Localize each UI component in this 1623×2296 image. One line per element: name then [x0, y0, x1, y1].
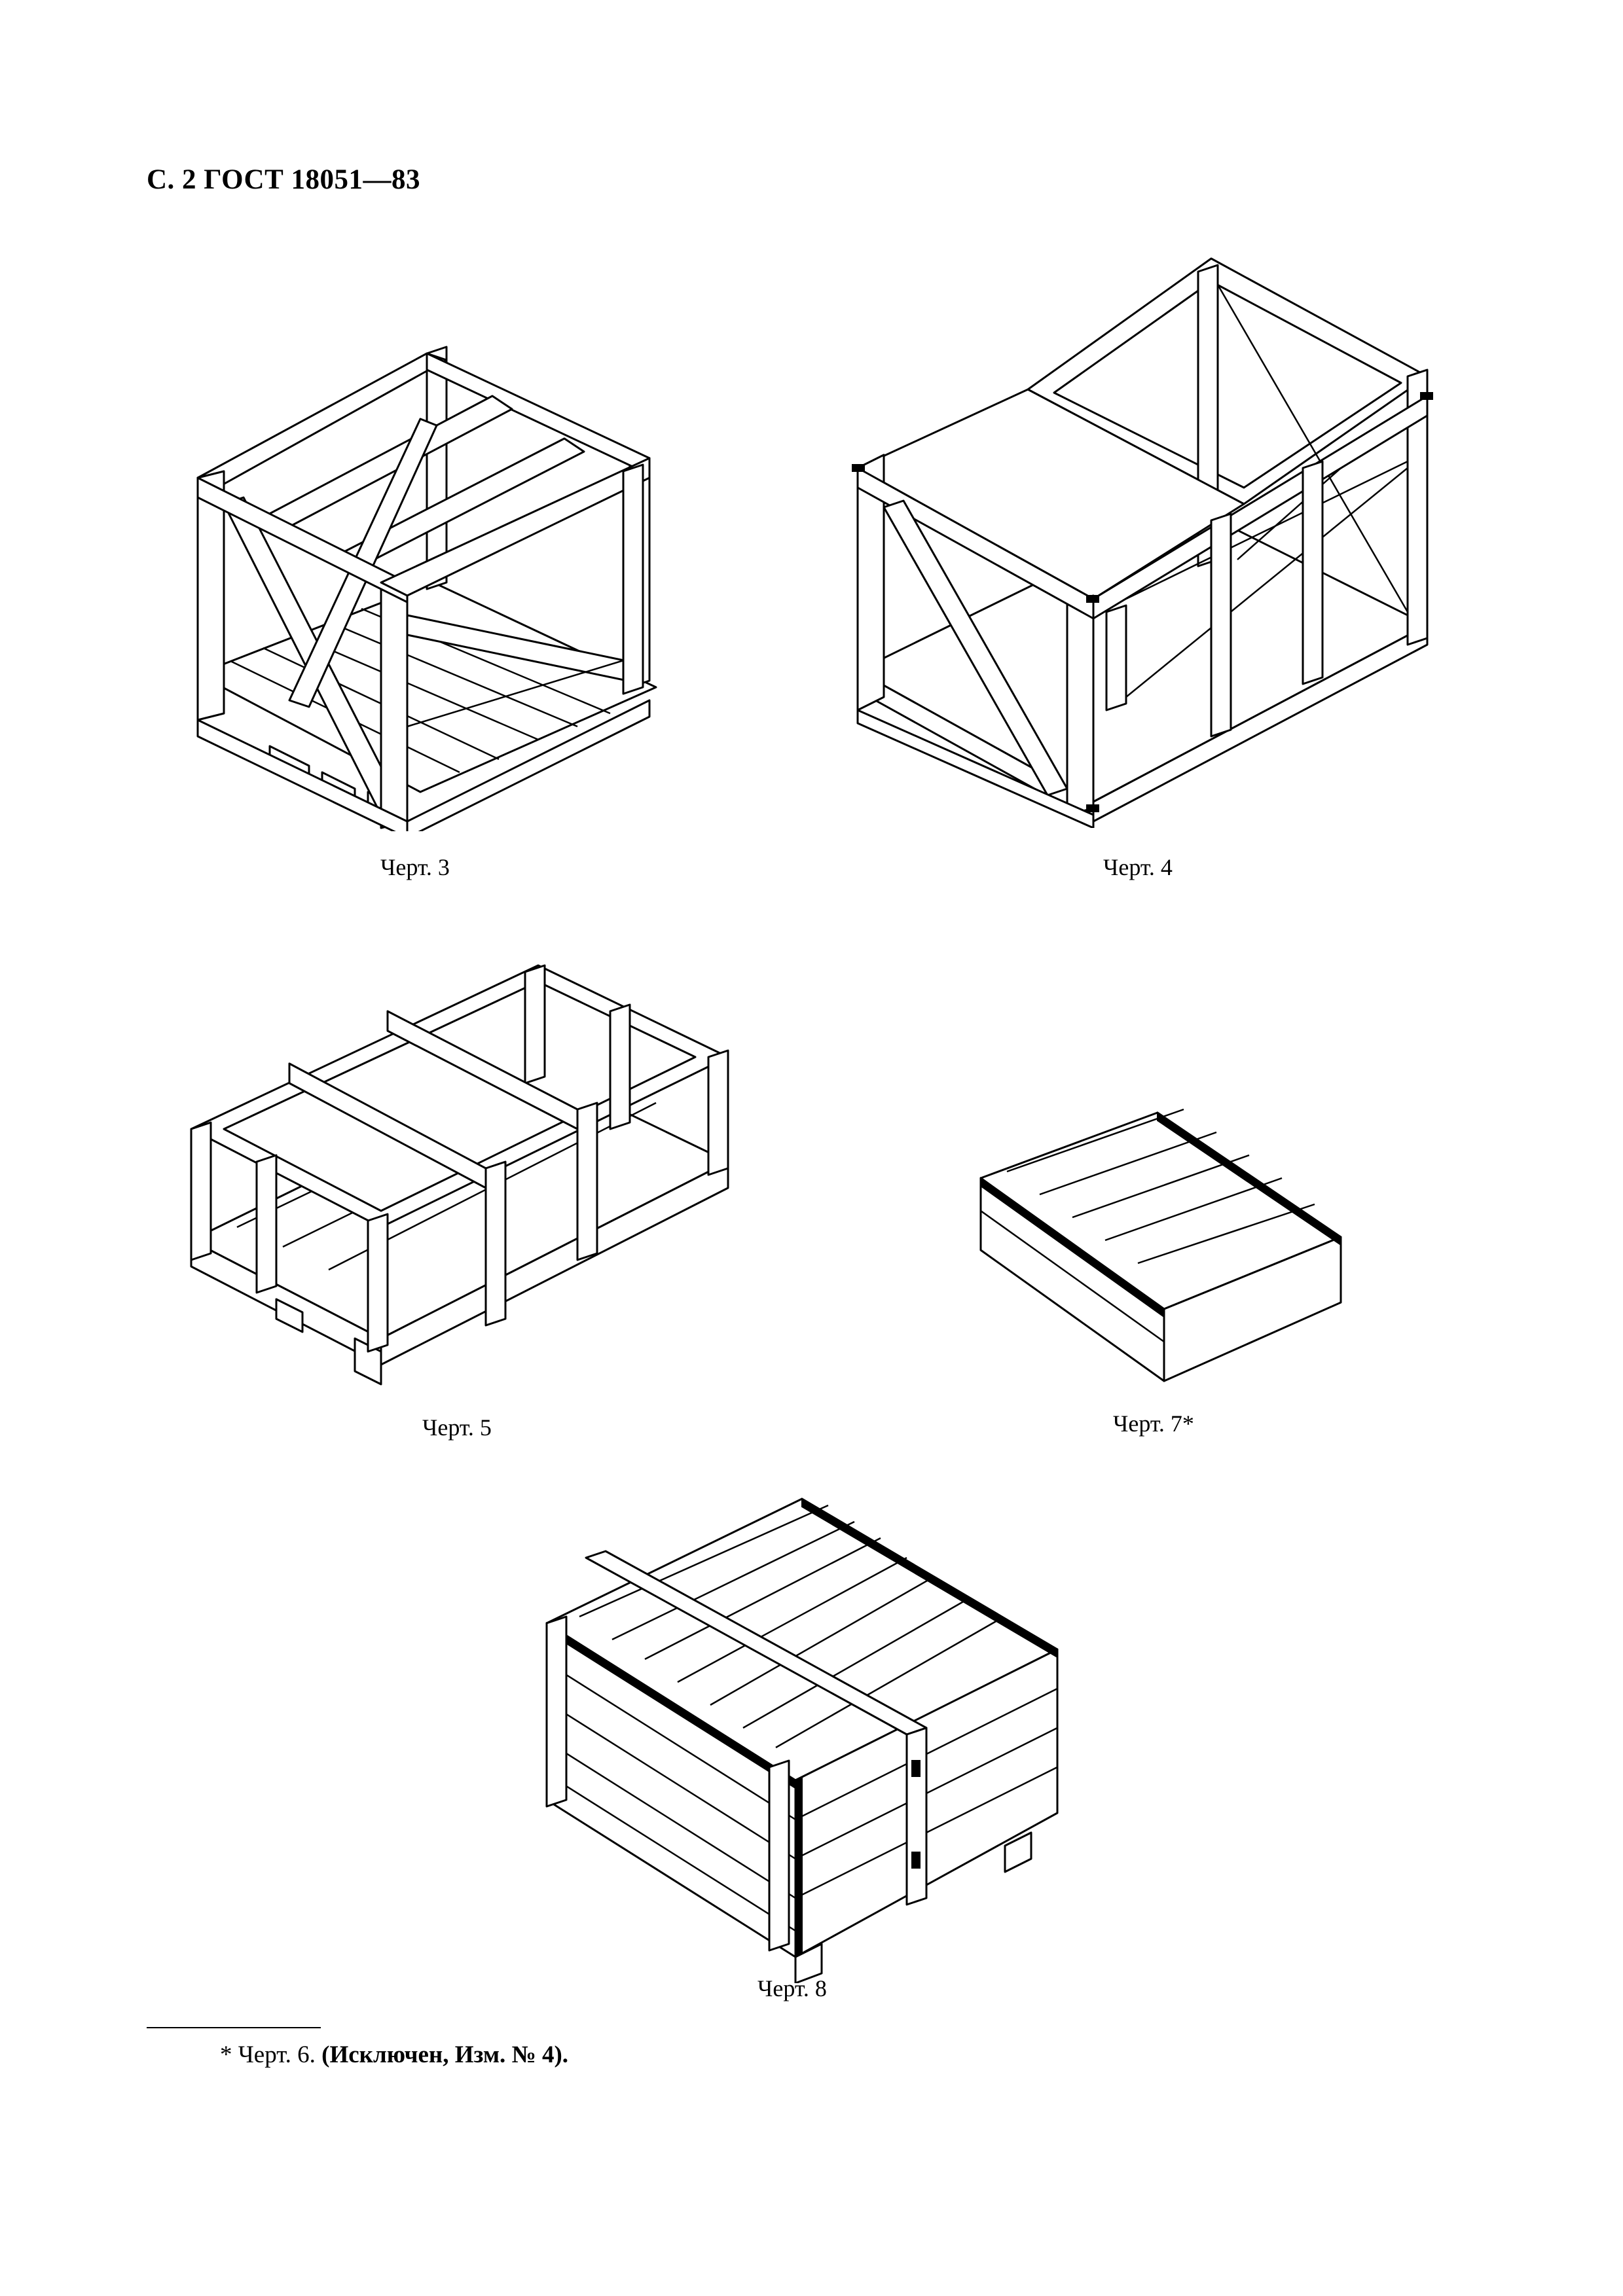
figure-5-drawing — [185, 913, 741, 1397]
footnote: * Черт. 6. (Исключен, Изм. № 4). — [220, 2041, 568, 2069]
page-header: С. 2 ГОСТ 18051—83 — [147, 164, 421, 195]
footnote-separator — [147, 2027, 321, 2028]
figure-8-caption: Черт. 8 — [757, 1975, 827, 2001]
footnote-prefix: * Черт. 6. — [220, 2041, 322, 2068]
figure-3-drawing — [185, 334, 669, 831]
figure-4-drawing — [845, 245, 1440, 828]
figure-3-caption: Черт. 3 — [380, 854, 450, 880]
figure-7-caption: Черт. 7* — [1113, 1410, 1194, 1437]
figure-7-drawing — [968, 1100, 1354, 1394]
figure-8-drawing — [520, 1486, 1064, 1983]
figure-5-caption: Черт. 5 — [422, 1414, 492, 1441]
footnote-bold: (Исключен, Изм. № 4). — [321, 2041, 569, 2068]
figure-4-caption: Черт. 4 — [1103, 854, 1173, 880]
